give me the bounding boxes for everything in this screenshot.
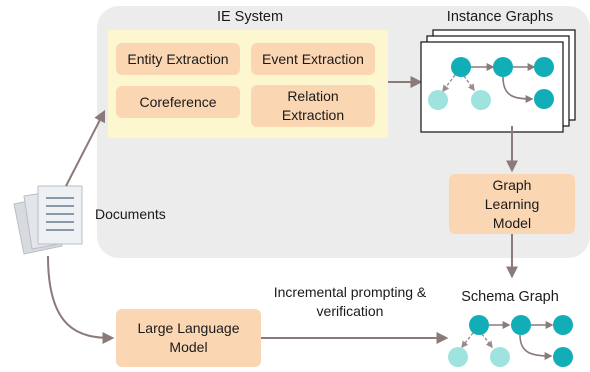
llm-box: Large Language Model — [116, 309, 261, 367]
schema-graph-network — [448, 315, 573, 367]
instance-graph-stack — [420, 29, 576, 133]
instance-node — [471, 90, 491, 110]
instance-node — [534, 57, 554, 77]
event-extraction-box: Event Extraction — [251, 43, 375, 75]
prompting-edge-label: Incremental prompting & verification — [273, 284, 427, 319]
documents-label: Documents — [95, 206, 166, 222]
coreference-box: Coreference — [116, 86, 240, 118]
arrow-documents-to-llm — [47, 255, 115, 344]
entity-extraction-box: Entity Extraction — [116, 43, 240, 75]
instance-node — [451, 57, 471, 77]
schema-graph-title: Schema Graph — [461, 289, 559, 305]
schema-node — [490, 347, 510, 367]
instance-node — [428, 90, 448, 110]
graph-learning-model-box: Graph Learning Model — [449, 174, 575, 234]
schema-node — [553, 315, 573, 335]
instance-graph-network — [428, 57, 554, 110]
ie-system-title: IE System — [216, 9, 284, 25]
schema-node — [469, 315, 489, 335]
schema-node — [448, 347, 468, 367]
schema-node — [553, 347, 573, 367]
schema-node — [511, 315, 531, 335]
documents-icon — [13, 185, 83, 255]
relation-extraction-box: Relation Extraction — [251, 85, 375, 127]
instance-graphs-title: Instance Graphs — [446, 9, 554, 25]
instance-node — [534, 89, 554, 109]
instance-node — [493, 57, 513, 77]
arrow-documents-to-ie — [65, 109, 106, 187]
